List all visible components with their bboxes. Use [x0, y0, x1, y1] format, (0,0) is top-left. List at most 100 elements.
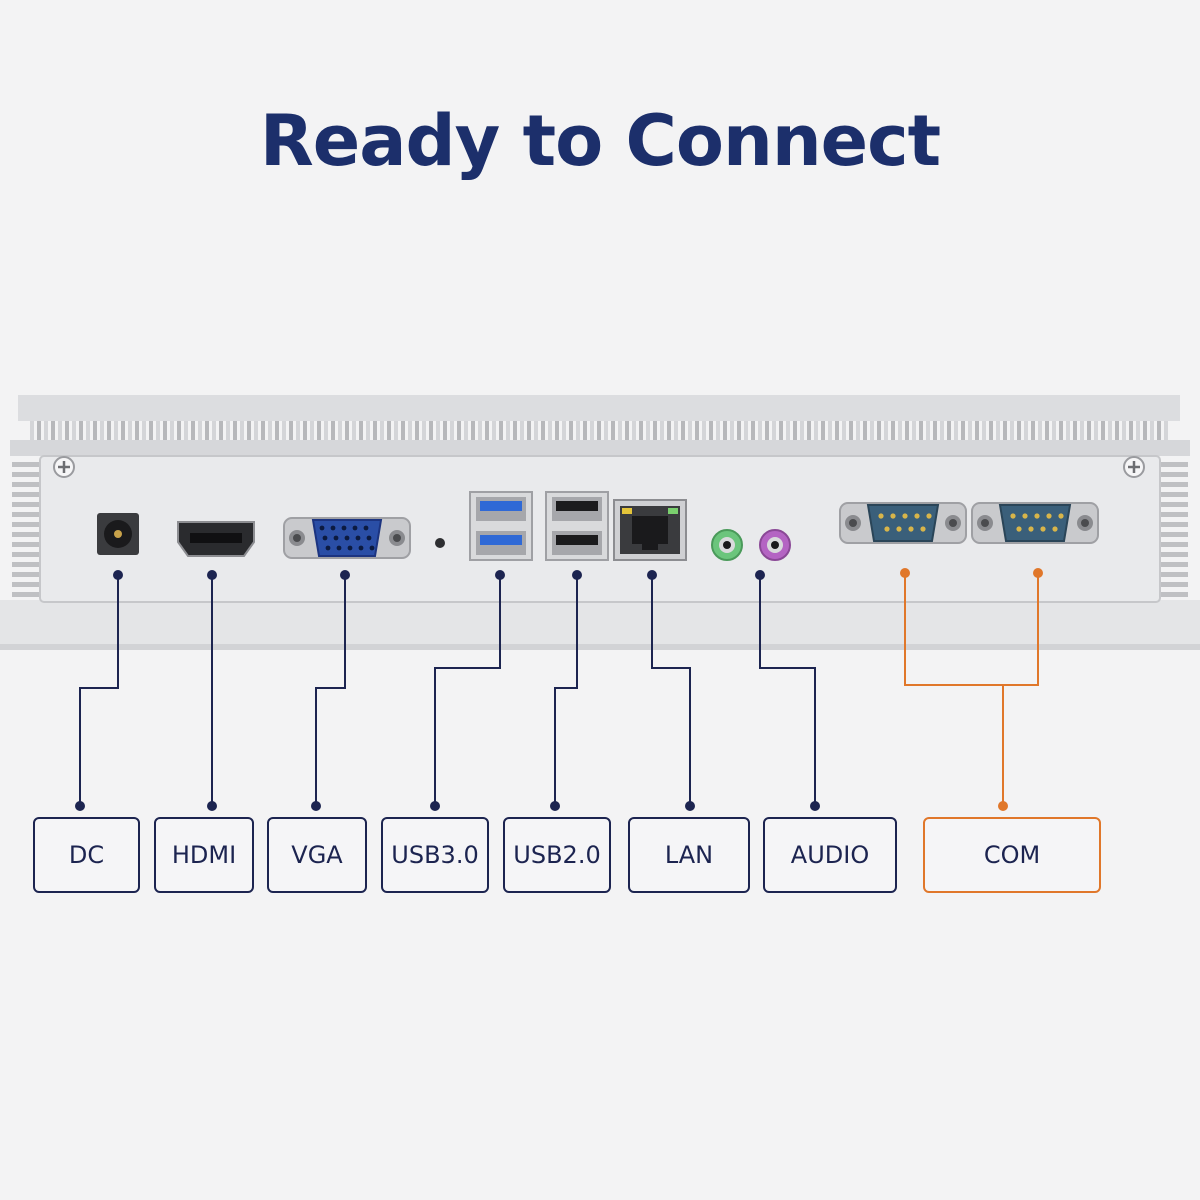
side-fin	[12, 532, 40, 537]
heatsink-fin	[128, 400, 132, 444]
label-hdmi: HDMI	[154, 817, 254, 893]
heatsink-fin	[1010, 400, 1014, 444]
audio-out-jack-icon	[711, 529, 743, 561]
heatsink-fin	[758, 400, 762, 444]
heatsink-fin	[366, 400, 370, 444]
heatsink	[30, 400, 1168, 444]
heatsink-fin	[835, 400, 839, 444]
heatsink-fin	[1108, 400, 1112, 444]
vga-pin	[369, 545, 375, 551]
vga-pin	[325, 545, 331, 551]
usb3-port-icon	[469, 491, 533, 561]
heatsink-fin	[520, 400, 524, 444]
com-port-icon	[971, 502, 1099, 544]
heatsink-fin	[807, 400, 811, 444]
heatsink-fin	[233, 400, 237, 444]
heatsink-fin	[527, 400, 531, 444]
side-fin	[12, 592, 40, 597]
vga-pin	[341, 525, 347, 531]
side-fin	[1160, 482, 1188, 487]
heatsink-fin	[968, 400, 972, 444]
heatsink-fin	[310, 400, 314, 444]
side-fin	[1160, 552, 1188, 557]
heatsink-fin	[296, 400, 300, 444]
hdmi-port-icon	[177, 521, 255, 557]
side-fin	[12, 552, 40, 557]
heatsink-fin	[268, 400, 272, 444]
heatsink-fin	[373, 400, 377, 444]
heatsink-fin	[1087, 400, 1091, 444]
heatsink-fin	[912, 400, 916, 444]
side-fin	[12, 582, 40, 587]
heatsink-fin	[135, 400, 139, 444]
heatsink-fin	[86, 400, 90, 444]
connector-lines	[79, 575, 816, 806]
heatsink-fin	[499, 400, 503, 444]
side-fin	[12, 502, 40, 507]
heatsink-fin	[870, 400, 874, 444]
heatsink-fin	[450, 400, 454, 444]
heatsink-fin	[744, 400, 748, 444]
heatsink-fin	[212, 400, 216, 444]
heatsink-fin	[737, 400, 741, 444]
heatsink-fin	[149, 400, 153, 444]
heatsink-fin	[695, 400, 699, 444]
heatsink-fin	[590, 400, 594, 444]
heatsink-fin	[156, 400, 160, 444]
screw-icon	[53, 456, 75, 478]
heatsink-fin	[765, 400, 769, 444]
heatsink-fin	[387, 400, 391, 444]
heatsink-fin	[534, 400, 538, 444]
heatsink-fin	[51, 400, 55, 444]
heatsink-fin	[513, 400, 517, 444]
heatsink-fin	[1080, 400, 1084, 444]
heatsink-fin	[58, 400, 62, 444]
heatsink-fin	[1031, 400, 1035, 444]
screw-icon	[1123, 456, 1145, 478]
heatsink-fin	[611, 400, 615, 444]
heatsink-fin	[716, 400, 720, 444]
label-usb3: USB3.0	[381, 817, 489, 893]
heatsink-fin	[1122, 400, 1126, 444]
heatsink-fin	[282, 400, 286, 444]
heatsink-fin	[555, 400, 559, 444]
vga-port-icon	[283, 517, 411, 559]
heatsink-fin	[982, 400, 986, 444]
heatsink-fin	[37, 400, 41, 444]
heatsink-fin	[646, 400, 650, 444]
heatsink-fin	[205, 400, 209, 444]
side-fin	[1160, 522, 1188, 527]
side-fin	[12, 512, 40, 517]
heatsink-fin	[681, 400, 685, 444]
heatsink-fin	[828, 400, 832, 444]
heatsink-fin	[1129, 400, 1133, 444]
heatsink-fin	[625, 400, 629, 444]
heatsink-fin	[44, 400, 48, 444]
heatsink-fin	[1066, 400, 1070, 444]
label-dc: DC	[33, 817, 140, 893]
heatsink-fin	[464, 400, 468, 444]
heatsink-fin	[184, 400, 188, 444]
heatsink-fin	[198, 400, 202, 444]
vga-pin	[330, 525, 336, 531]
heatsink-fin	[989, 400, 993, 444]
heatsink-fin	[492, 400, 496, 444]
vga-pin	[333, 535, 339, 541]
heatsink-fin	[667, 400, 671, 444]
heatsink-fin	[849, 400, 853, 444]
heatsink-fin	[100, 400, 104, 444]
heatsink-fin	[317, 400, 321, 444]
side-fin	[1160, 492, 1188, 497]
heatsink-fin	[597, 400, 601, 444]
heatsink-fin	[814, 400, 818, 444]
heatsink-fin	[730, 400, 734, 444]
vga-pin	[319, 525, 325, 531]
vga-pin	[336, 545, 342, 551]
heatsink-fin	[429, 400, 433, 444]
heatsink-fin	[926, 400, 930, 444]
side-fin	[1160, 542, 1188, 547]
heatsink-fin	[1073, 400, 1077, 444]
heatsink-fin	[576, 400, 580, 444]
heatsink-fin	[254, 400, 258, 444]
